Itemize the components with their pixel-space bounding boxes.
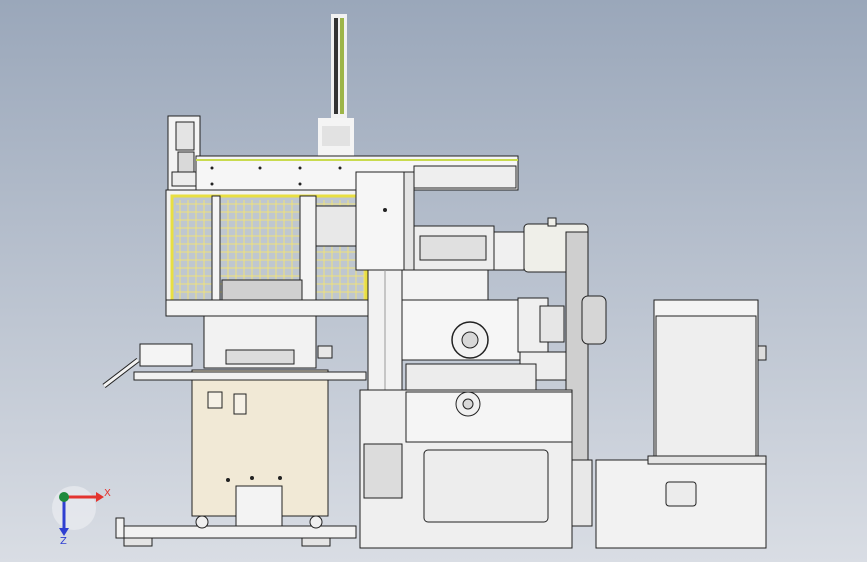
gantry-left-motor[interactable]: [167, 115, 201, 191]
x-axis-label: X: [104, 488, 111, 499]
base-skid[interactable]: [115, 515, 357, 547]
vertical-belt-column[interactable]: [318, 14, 354, 156]
machine-base[interactable]: [359, 363, 593, 549]
spindle-column[interactable]: [355, 171, 415, 391]
loader-arm[interactable]: [102, 315, 367, 388]
z-axis-label: Z: [60, 536, 67, 547]
y-axis-dot-icon: [59, 492, 69, 502]
safety-guard[interactable]: [165, 189, 373, 317]
coolant-tank[interactable]: [595, 299, 767, 549]
loader-cabinet[interactable]: [191, 369, 329, 531]
coordinate-triad: X Z: [52, 486, 111, 547]
